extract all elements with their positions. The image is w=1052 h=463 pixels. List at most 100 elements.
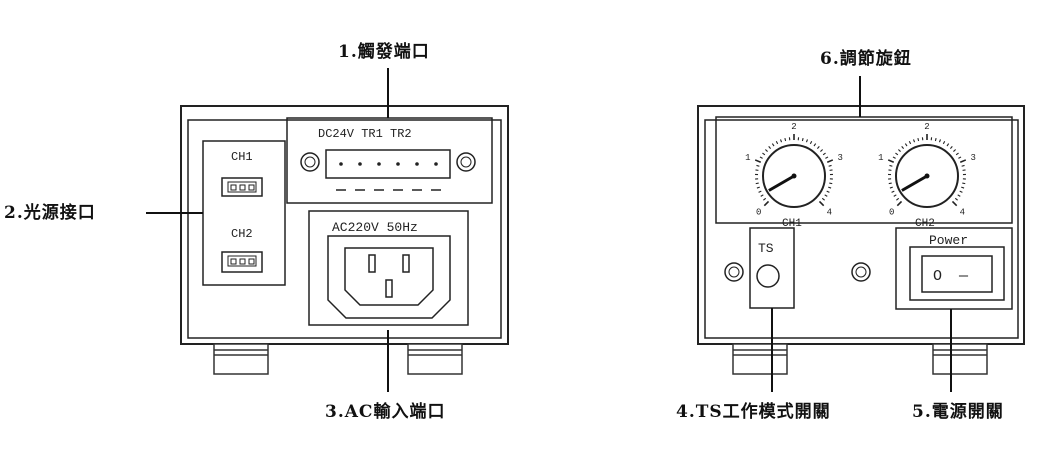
knob-tick: [763, 200, 770, 207]
knob-tick: [896, 197, 900, 201]
knob-tick: [805, 139, 809, 143]
callout-trigger-port: 1.觸發端口: [338, 42, 430, 62]
knob-tick: [779, 139, 783, 143]
knob-tick: [893, 194, 897, 197]
knob-tick: [824, 194, 828, 197]
knob-tick: [934, 137, 937, 142]
callout-adjust-knob: 6.調節旋鈕: [820, 49, 912, 69]
knob-tick: [942, 141, 946, 145]
iec-pin-earth: [385, 279, 393, 298]
ch1-label: CH1: [231, 150, 253, 164]
knob-scale-label: 2: [924, 122, 929, 132]
knob-pointer: [768, 174, 795, 192]
knob-tick: [829, 182, 833, 185]
front-callout-lines: [146, 68, 389, 392]
knob-tick: [959, 159, 967, 163]
knob-tick: [768, 145, 772, 149]
iec-pin-right: [402, 254, 410, 273]
knob-scale-label: 4: [827, 207, 832, 217]
knob-tick: [763, 197, 767, 201]
knob-tick: [771, 143, 775, 147]
knob-tick: [889, 186, 893, 189]
knob-scale-label: 1: [878, 153, 883, 163]
ts-label: TS: [758, 241, 774, 256]
knob-tick: [825, 156, 829, 159]
knob-tick: [955, 152, 959, 156]
trigger-port-box: [286, 117, 493, 204]
power-switch-bezel: [909, 246, 1005, 301]
knob-tick: [756, 186, 760, 189]
terminal-pins: [339, 162, 438, 166]
power-switch-frame: [895, 227, 1013, 310]
knob-tick: [962, 182, 966, 185]
knob-tick: [957, 194, 961, 197]
rear-screws: [724, 262, 871, 282]
front-panel-outline: [180, 105, 509, 345]
front-left-foot: [213, 343, 269, 375]
iec-socket-inner: [344, 247, 434, 306]
knob-tick: [961, 164, 965, 167]
rear-screw-left: [724, 262, 744, 282]
knob-tick: [888, 182, 892, 185]
knob-tick: [917, 137, 920, 142]
callout-ts-switch: 4.TS工作模式開關: [676, 402, 831, 422]
knob-panel-box: [715, 116, 1013, 224]
trigger-screw-left: [300, 152, 320, 172]
rocker-off-mark: O: [933, 268, 942, 285]
ac-input-box: [308, 210, 469, 326]
knob-tick: [912, 139, 916, 143]
front-feet: [213, 343, 463, 375]
rear-panel-inner: [704, 119, 1019, 339]
rear-left-foot: [732, 343, 788, 375]
knob-ch2-label: CH2: [915, 218, 935, 230]
knob-tick: [959, 190, 963, 193]
knob-tick: [828, 186, 832, 189]
knob-tick: [897, 149, 901, 152]
knob-tick: [801, 137, 804, 142]
knob-tick: [816, 145, 820, 149]
knob-ch1-label: CH1: [782, 218, 802, 230]
knob-tick: [949, 145, 953, 149]
knob-scale-label: 3: [837, 153, 842, 163]
knob-panel: [715, 116, 1013, 224]
knob-tick: [891, 190, 895, 193]
knob-tick: [889, 164, 893, 167]
front-panel-inner: [187, 119, 502, 339]
ac-label: AC220V 50Hz: [332, 220, 418, 235]
knob-scale-label: 0: [756, 207, 761, 217]
knob-tick: [908, 141, 912, 145]
front-panel: [180, 105, 509, 345]
knob-tick: [901, 145, 905, 149]
ac-input-port: AC220V 50Hz: [308, 210, 469, 326]
knob-tick: [764, 149, 768, 152]
rear-callout-lines: [771, 76, 952, 392]
ts-button[interactable]: [756, 264, 780, 288]
rocker-switch[interactable]: [921, 255, 993, 293]
power-switch[interactable]: Power O —: [895, 227, 1013, 310]
trigger-port: DC24V TR1 TR2: [286, 117, 493, 204]
knob-scale-label: 4: [960, 207, 965, 217]
knob-tick: [756, 164, 760, 167]
knob-center: [924, 173, 930, 179]
knob-tick: [892, 156, 896, 159]
ts-switch[interactable]: TS: [749, 227, 795, 309]
rear-screw-right: [851, 262, 871, 282]
ts-switch-box: [749, 227, 795, 309]
rocker-on-mark: —: [958, 268, 969, 285]
knob-tick: [822, 152, 826, 156]
iec-socket-outer: [327, 235, 451, 319]
knob-tick: [958, 156, 962, 159]
front-right-foot: [407, 343, 463, 375]
rear-feet: [732, 343, 988, 375]
knob-pointer: [901, 174, 928, 192]
knob-center: [791, 173, 797, 179]
callout-ac-input: 3.AC輸入端口: [325, 402, 446, 422]
knob-tick: [759, 156, 763, 159]
trigger-screw-right: [456, 152, 476, 172]
knob-tick: [954, 197, 958, 201]
knob-tick: [758, 190, 762, 193]
ch1-connector: [221, 177, 263, 197]
terminal-block: [325, 149, 451, 179]
